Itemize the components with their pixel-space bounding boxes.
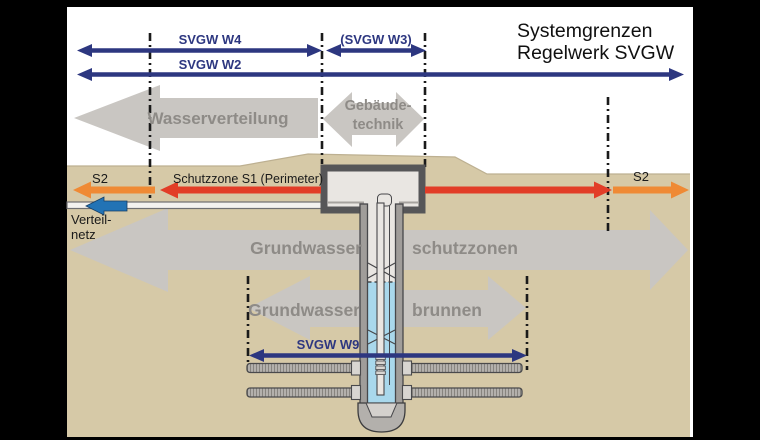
label-gebaeudetechnik-line1: Gebäude-: [344, 98, 412, 114]
arrow-svgw-w3: [326, 44, 426, 57]
label-s2-right: S2: [633, 169, 649, 184]
label-gebaeudetechnik: Gebäude- technik: [345, 97, 412, 135]
label-grundwasserbrunnen-right: brunnen: [412, 300, 482, 320]
ground-surface-line: [67, 153, 690, 175]
diagram-title: Systemgrenzen Regelwerk SVGW: [517, 20, 675, 64]
well-bottom-plug: [365, 402, 398, 418]
zone-arrow-wasserverteilung: [74, 85, 318, 151]
arrow-verteilnetz: [85, 196, 128, 216]
label-grundwasserbrunnen-left: Grundwasser: [248, 300, 360, 320]
riser-pipe: [376, 202, 385, 396]
label-verteilnetz-line2: netz: [71, 227, 96, 242]
arrow-schutzzone-s1-left: [160, 181, 321, 199]
label-s2-left: S2: [92, 171, 108, 186]
diagram-title-line1: Systemgrenzen: [517, 20, 653, 42]
label-verteilnetz: Verteil- netz: [71, 212, 111, 242]
label-svgw-w9: SVGW W9: [296, 337, 360, 352]
label-svgw-w4: SVGW W4: [178, 32, 242, 47]
label-grundwasserschutzzonen-right: schutzzonen: [412, 238, 518, 258]
label-svgw-w2: SVGW W2: [178, 57, 242, 72]
arrow-s2-right: [613, 181, 689, 199]
arrow-s2-left: [73, 181, 155, 199]
label-wasserverteilung: Wasserverteilung: [147, 109, 289, 128]
label-gebaeudetechnik-line2: technik: [352, 117, 404, 133]
lateral-screens: [246, 362, 523, 398]
svgw-span-arrows: [77, 44, 684, 362]
label-svgw-w3: (SVGW W3): [340, 32, 412, 47]
zone-arrow-gebaeudetechnik: [323, 92, 424, 147]
label-verteilnetz-line1: Verteil-: [71, 212, 112, 227]
arrow-schutzzone-s1-right: [425, 181, 612, 199]
arrow-svgw-w2: [77, 68, 684, 81]
label-schutzzone-s1: Schutzzone S1 (Perimeter): [173, 172, 324, 186]
diagram-title-line2: Regelwerk SVGW: [517, 41, 675, 64]
arrow-svgw-w4: [77, 44, 322, 57]
arrow-svgw-w9: [249, 349, 527, 362]
label-grundwasserschutzzonen-left: Grundwasser: [250, 238, 362, 258]
boundary-lines: [148, 33, 610, 370]
screen-couplings: [350, 360, 413, 401]
